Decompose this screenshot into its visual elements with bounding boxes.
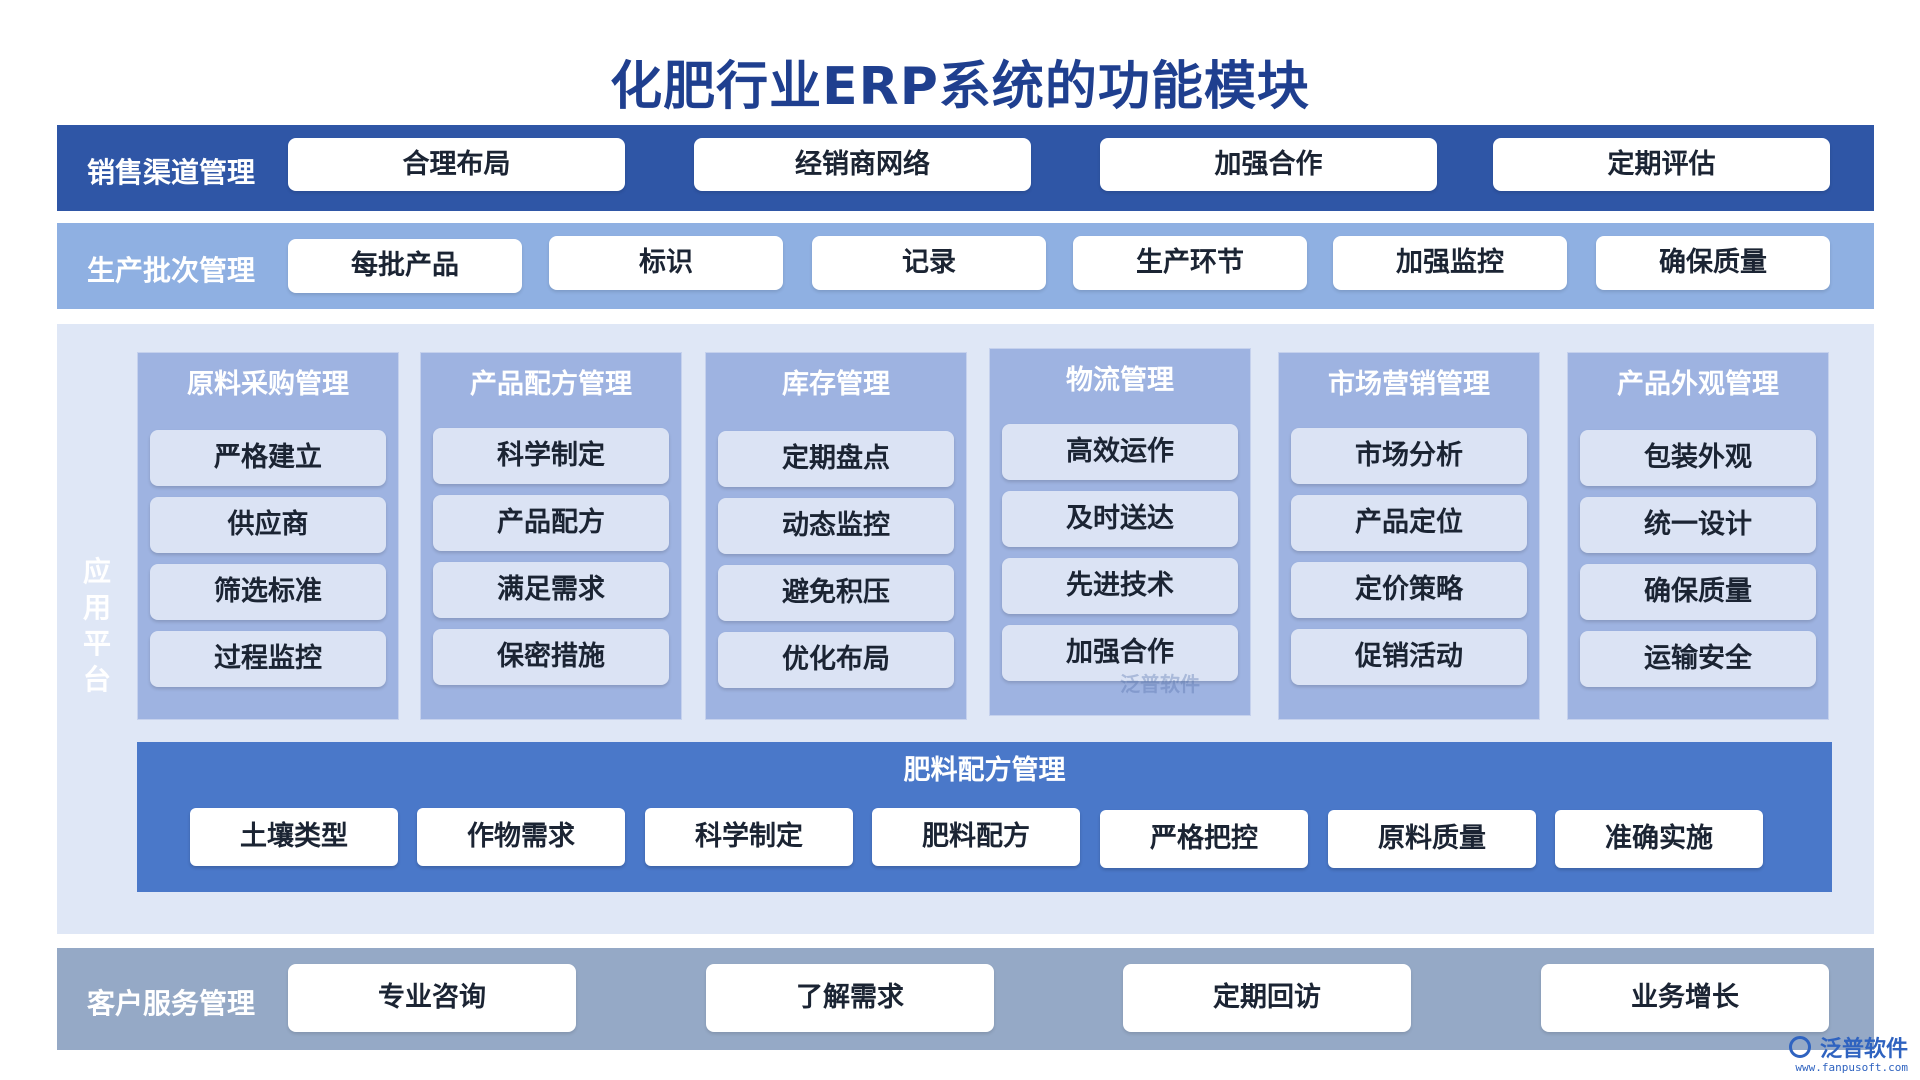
logo-text: 泛普软件 [1819,1037,1908,1062]
module-marketing: 市场营销管理 市场分析 产品定位 定价策略 促销活动 [1278,352,1540,720]
module-product-formula: 产品配方管理 科学制定 产品配方 满足需求 保密措施 [420,352,682,720]
module-logistics: 物流管理 高效运作 及时送达 先进技术 加强合作 [989,348,1251,716]
sales-channel-band: 销售渠道管理 合理布局 经销商网络 加强合作 定期评估 [57,125,1874,211]
module-item: 高效运作 [1002,424,1238,480]
module-item: 定期盘点 [718,431,954,487]
fertilizer-item: 原料质量 [1328,810,1536,868]
batch-item: 确保质量 [1596,236,1830,290]
module-item: 及时送达 [1002,491,1238,547]
batch-item: 生产环节 [1073,236,1307,290]
production-batch-band: 生产批次管理 每批产品 标识 记录 生产环节 加强监控 确保质量 [57,223,1874,309]
module-item: 动态监控 [718,498,954,554]
fertilizer-item: 严格把控 [1100,810,1308,868]
module-inventory: 库存管理 定期盘点 动态监控 避免积压 优化布局 [705,352,967,720]
batch-item: 加强监控 [1333,236,1567,290]
platform-label: 应用平台 [77,554,117,698]
page-title: 化肥行业ERP系统的功能模块 [610,57,1310,117]
service-item: 定期回访 [1123,964,1411,1032]
fertilizer-item: 科学制定 [645,808,853,866]
module-item: 筛选标准 [150,564,386,620]
module-item: 包装外观 [1580,430,1816,486]
module-item: 产品定位 [1291,495,1527,551]
module-fertilizer-formula: 肥料配方管理 土壤类型 作物需求 科学制定 肥料配方 严格把控 原料质量 准确实… [137,742,1832,892]
service-item: 了解需求 [706,964,994,1032]
sales-item: 经销商网络 [694,138,1031,191]
production-batch-label: 生产批次管理 [87,254,256,287]
module-title: 产品外观管理 [1617,369,1779,400]
module-item: 产品配方 [433,495,669,551]
service-item: 业务增长 [1541,964,1829,1032]
module-item: 先进技术 [1002,558,1238,614]
fertilizer-item: 作物需求 [417,808,625,866]
batch-item: 记录 [812,236,1046,290]
module-item: 定价策略 [1291,562,1527,618]
module-item: 优化布局 [718,632,954,688]
watermark: 泛普软件 [1120,672,1200,696]
module-title: 产品配方管理 [470,369,632,400]
service-item: 专业咨询 [288,964,576,1032]
module-item: 加强合作 [1002,625,1238,681]
module-item: 市场分析 [1291,428,1527,484]
application-platform: 应用平台 原料采购管理 严格建立 供应商 筛选标准 过程监控 产品配方管理 科学… [57,324,1874,934]
brand-logo: 泛普软件 www.fanpusoft.com [1788,1031,1908,1074]
module-title: 库存管理 [782,369,890,400]
module-item: 避免积压 [718,565,954,621]
customer-service-band: 客户服务管理 专业咨询 了解需求 定期回访 业务增长 [57,948,1874,1050]
sales-item: 合理布局 [288,138,625,191]
batch-item: 每批产品 [288,239,522,293]
module-item: 保密措施 [433,629,669,685]
module-title: 肥料配方管理 [903,755,1066,786]
module-title: 市场营销管理 [1328,369,1490,400]
module-title: 原料采购管理 [187,369,349,400]
module-raw-material-procurement: 原料采购管理 严格建立 供应商 筛选标准 过程监控 [137,352,399,720]
fertilizer-item: 肥料配方 [872,808,1080,866]
sales-item: 定期评估 [1493,138,1830,191]
module-item: 促销活动 [1291,629,1527,685]
module-item: 过程监控 [150,631,386,687]
module-product-appearance: 产品外观管理 包装外观 统一设计 确保质量 运输安全 [1567,352,1829,720]
logo-icon [1788,1036,1811,1058]
module-item: 确保质量 [1580,564,1816,620]
module-item: 满足需求 [433,562,669,618]
batch-item: 标识 [549,236,783,290]
sales-item: 加强合作 [1100,138,1437,191]
platform-label-text: 应用平台 [82,555,111,696]
module-item: 统一设计 [1580,497,1816,553]
customer-service-label: 客户服务管理 [87,987,256,1020]
fertilizer-item: 准确实施 [1555,810,1763,868]
module-item: 科学制定 [433,428,669,484]
module-item: 严格建立 [150,430,386,486]
sales-channel-label: 销售渠道管理 [87,156,256,189]
module-item: 运输安全 [1580,631,1816,687]
module-title: 物流管理 [1066,365,1174,396]
fertilizer-item: 土壤类型 [190,808,398,866]
logo-url: www.fanpusoft.com [1795,1061,1908,1074]
module-item: 供应商 [150,497,386,553]
